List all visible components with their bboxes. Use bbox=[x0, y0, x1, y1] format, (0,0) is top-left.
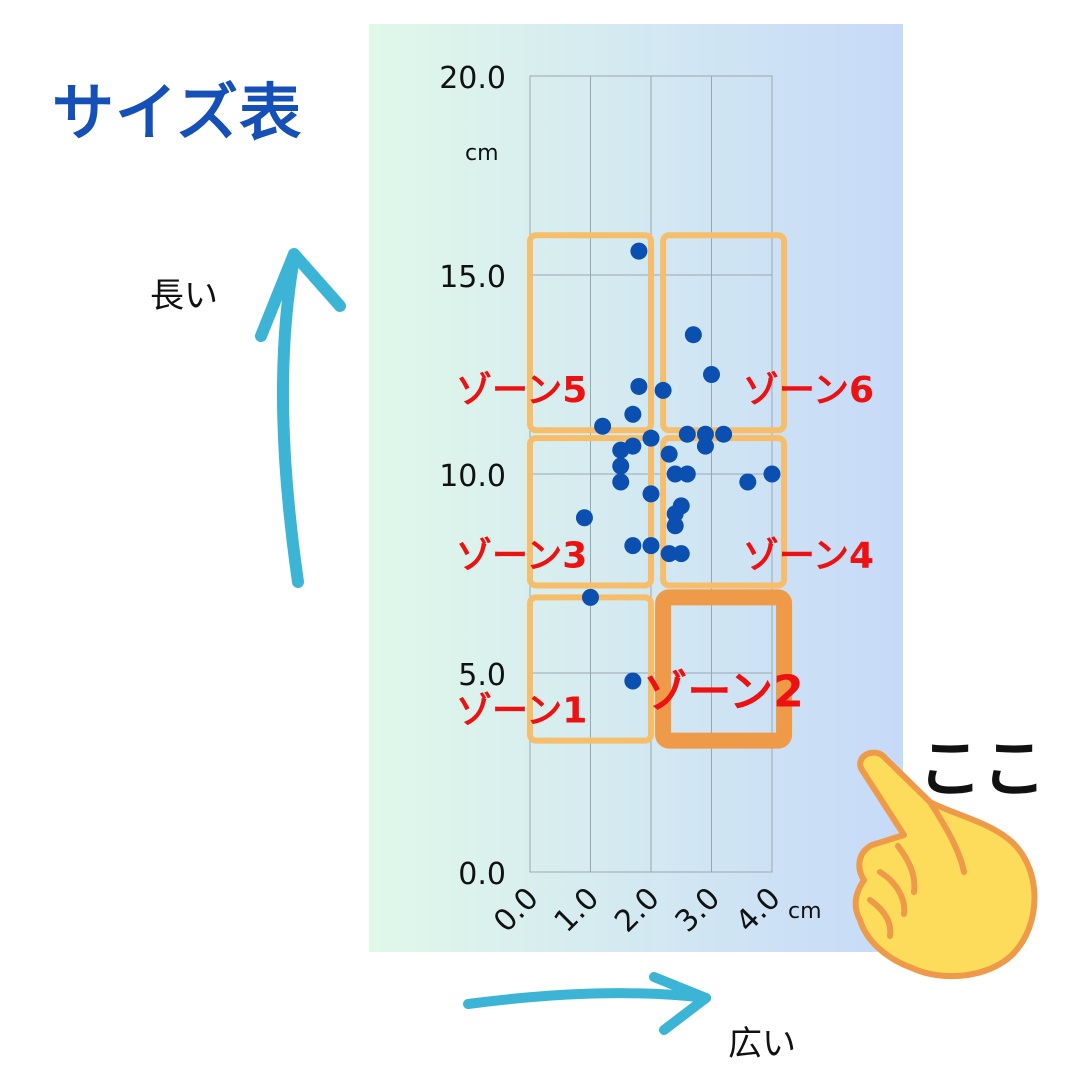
y-unit-label: cm bbox=[465, 141, 499, 166]
zone-box-3 bbox=[527, 435, 654, 589]
zone-label-3: ゾーン3 bbox=[456, 535, 587, 576]
zone-box-2 bbox=[655, 589, 793, 749]
label-wide: 広い bbox=[728, 1024, 796, 1064]
data-point bbox=[660, 545, 678, 563]
data-point bbox=[678, 425, 696, 443]
data-point bbox=[684, 326, 702, 344]
label-here: ここ bbox=[918, 733, 1046, 807]
y-tick-label: 20.0 bbox=[439, 61, 506, 96]
data-point bbox=[703, 366, 720, 383]
data-point bbox=[612, 457, 630, 475]
data-point bbox=[678, 465, 696, 483]
data-point bbox=[696, 437, 714, 455]
data-point bbox=[654, 381, 672, 399]
zone-labels: ゾーン1 ゾーン2 ゾーン3 ゾーン4 ゾーン5 ゾーン6 bbox=[456, 370, 874, 731]
y-tick-label: 0.0 bbox=[458, 857, 506, 892]
data-point bbox=[642, 537, 660, 555]
data-point bbox=[594, 417, 612, 435]
x-unit-label: cm bbox=[788, 899, 822, 924]
data-point bbox=[715, 425, 733, 443]
data-point bbox=[612, 473, 630, 491]
arrow-right-icon bbox=[463, 972, 711, 1035]
data-point bbox=[642, 485, 660, 503]
data-point bbox=[575, 509, 593, 527]
pointing-hand-icon bbox=[852, 749, 1038, 980]
y-tick-label: 10.0 bbox=[439, 459, 506, 494]
data-point bbox=[624, 437, 642, 455]
data-point bbox=[642, 429, 660, 447]
data-points bbox=[575, 242, 781, 690]
chart-background bbox=[369, 24, 903, 952]
data-point bbox=[666, 505, 684, 523]
data-point bbox=[696, 425, 714, 443]
data-point bbox=[672, 545, 690, 563]
data-point bbox=[582, 588, 599, 606]
zone-label-2: ゾーン2 bbox=[643, 666, 803, 717]
data-point bbox=[739, 473, 757, 491]
label-long: 長い bbox=[150, 276, 218, 316]
zone-label-4: ゾーン4 bbox=[743, 535, 874, 576]
zone-label-1: ゾーン1 bbox=[456, 691, 587, 732]
zone-label-6: ゾーン6 bbox=[743, 370, 874, 411]
data-point bbox=[630, 377, 648, 395]
y-tick-label: 15.0 bbox=[439, 260, 506, 295]
data-point bbox=[630, 242, 648, 260]
data-point bbox=[624, 672, 642, 690]
page-title: サイズ表 bbox=[52, 76, 303, 149]
arrow-up-icon bbox=[255, 248, 346, 588]
data-point bbox=[666, 465, 684, 483]
zone-layer bbox=[527, 232, 793, 749]
data-point bbox=[624, 405, 642, 423]
data-point bbox=[666, 517, 684, 535]
data-point bbox=[763, 465, 781, 483]
data-point bbox=[660, 445, 678, 463]
data-point bbox=[624, 537, 642, 555]
y-tick-label: 5.0 bbox=[458, 658, 506, 693]
zone-box-5 bbox=[527, 232, 654, 434]
zone-label-5: ゾーン5 bbox=[456, 370, 587, 411]
